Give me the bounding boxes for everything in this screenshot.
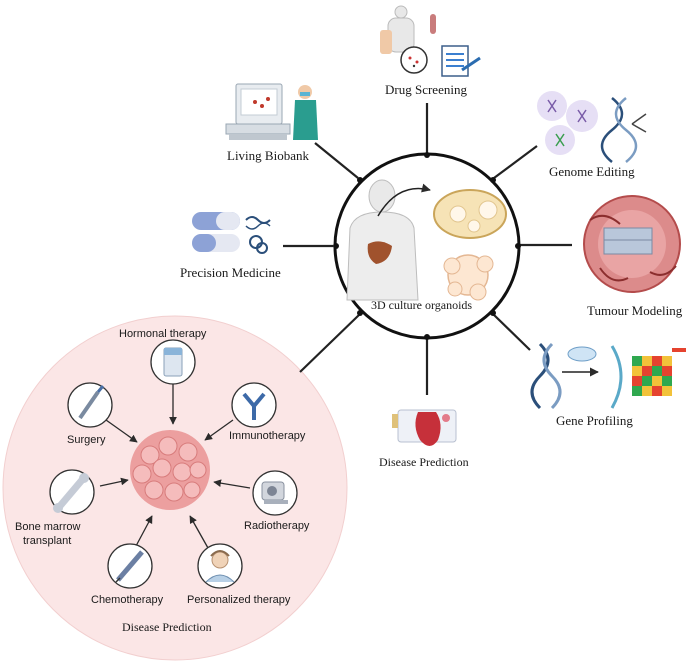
living-biobank-label: Living Biobank xyxy=(227,148,309,163)
genome-editing-label: Genome Editing xyxy=(549,164,635,179)
disease-prediction-icon xyxy=(392,409,457,446)
tumour-modeling-icon xyxy=(583,195,681,293)
connector-gene-profiling xyxy=(492,313,531,351)
disease-prediction-label: Disease Prediction xyxy=(379,455,469,469)
gene-profiling-icon xyxy=(530,342,686,410)
personalized-therapy-icon xyxy=(197,543,243,589)
hormonal-therapy-icon xyxy=(150,339,196,385)
immunotherapy-label: Immunotherapy xyxy=(229,430,306,442)
precision-medicine-label: Precision Medicine xyxy=(180,265,281,280)
drug-screening-label: Drug Screening xyxy=(385,82,467,97)
surgery-icon xyxy=(67,382,113,428)
hub-connectors xyxy=(283,103,572,395)
therapy-arrows xyxy=(99,384,251,549)
organoid-icon xyxy=(443,254,494,301)
bone-marrow-icon xyxy=(49,469,95,515)
tumor-cluster-icon xyxy=(130,430,210,510)
surgery-label: Surgery xyxy=(67,434,106,446)
human-figure-icon xyxy=(346,179,431,301)
hormonal-therapy-label: Hormonal therapy xyxy=(119,328,207,340)
personalized-therapy-label: Personalized therapy xyxy=(187,594,291,606)
gene-profiling-label: Gene Profiling xyxy=(556,413,633,428)
hub-label: 3D culture organoids xyxy=(371,298,473,312)
petri-dish-icon xyxy=(433,189,507,239)
drug-screening-icon xyxy=(380,5,481,77)
tumour-modeling-label: Tumour Modeling xyxy=(587,303,683,318)
heatmap-icon xyxy=(632,348,686,396)
chemotherapy-icon xyxy=(107,543,153,589)
connector-genome-editing xyxy=(493,145,538,179)
therapy-panel-title: Disease Prediction xyxy=(122,620,212,634)
bone-marrow-label-line1: Bone marrow xyxy=(15,521,81,533)
hub-junction-dots xyxy=(333,152,521,340)
precision-medicine-icon xyxy=(192,212,271,254)
radiotherapy-label: Radiotherapy xyxy=(244,520,310,532)
radiotherapy-icon xyxy=(252,470,298,516)
bone-marrow-label-line2: transplant xyxy=(23,535,72,547)
living-biobank-icon xyxy=(225,83,318,140)
chemotherapy-label: Chemotherapy xyxy=(91,594,164,606)
connector-living-biobank xyxy=(314,142,359,179)
genome-editing-icon xyxy=(537,91,647,163)
connector-therapy-panel xyxy=(299,313,361,373)
immunotherapy-icon xyxy=(231,382,277,428)
